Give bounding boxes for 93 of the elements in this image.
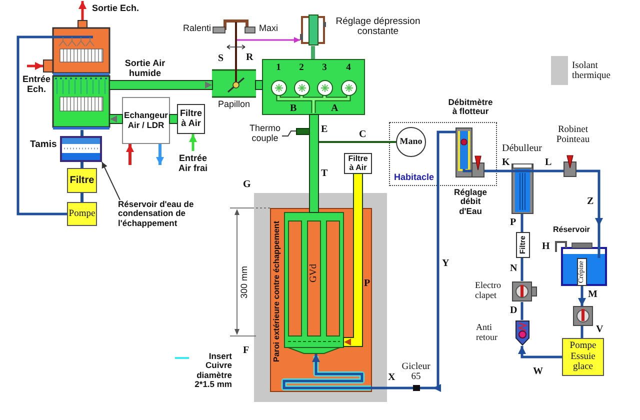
segment-letter: L <box>545 157 552 168</box>
segment-letter: G <box>243 179 251 190</box>
legend-label: Insert Cuivre diamètre 2*1.5 mm <box>194 352 232 390</box>
segment-letter: M <box>588 289 598 300</box>
air-filter-unit: Filtre à Air <box>344 153 372 174</box>
heat-exchanger-unit: Echangeur Air / LDR <box>122 97 170 144</box>
segment-letter: Z <box>587 196 594 207</box>
pipe <box>311 46 315 59</box>
segment-letter: A <box>331 103 338 114</box>
pressure-gauge: Mano <box>396 127 426 157</box>
pipe <box>518 346 562 358</box>
segment-letter: N <box>510 263 518 274</box>
segment-letter: Y <box>442 258 450 269</box>
component-label: Robinet Pointeau <box>555 125 591 146</box>
component-label: Réglage dépression constante <box>334 17 422 38</box>
segment-letter: V <box>596 324 604 335</box>
segment-letter: H <box>542 241 550 252</box>
pipe <box>593 170 603 226</box>
segment-letter: T <box>321 168 328 179</box>
edge-label: Sortie Ech. <box>92 4 140 14</box>
engine-block <box>262 59 365 115</box>
segment-letter: B <box>290 103 297 114</box>
pipe <box>80 162 84 168</box>
component-label: Electro clapet <box>475 281 502 301</box>
stop-label: Ralenti <box>183 24 212 34</box>
component-label: Débulleur <box>501 143 543 154</box>
pipe <box>110 81 212 89</box>
cabin-zone <box>389 122 497 186</box>
pipe <box>110 115 122 123</box>
wall-label: Paroi extérieure contre échappement <box>273 221 282 362</box>
stop-label: Maxi <box>259 24 278 34</box>
component-label: Gicleur 65 <box>400 362 432 383</box>
pipe <box>544 170 553 172</box>
leader-line <box>282 130 296 136</box>
component-label: Réservoir <box>553 226 590 235</box>
pipe <box>282 354 399 390</box>
arrow <box>27 62 43 70</box>
control-cable <box>256 37 300 43</box>
pipe <box>433 130 447 392</box>
segment-letter: C <box>359 129 366 140</box>
pipe <box>310 142 318 212</box>
pipe <box>494 170 500 172</box>
callout-label: Thermo couple <box>248 124 282 144</box>
pipe <box>80 193 84 202</box>
pipe <box>578 286 586 306</box>
segment-letter: R <box>246 52 254 63</box>
edge-label: Entrée Ech. <box>21 75 52 95</box>
legend-label: Isolant thermique <box>572 61 612 82</box>
edge-label: Sortie Air humide <box>124 59 166 79</box>
segment-letter: P <box>510 217 516 228</box>
thermocouple-probe <box>296 128 310 135</box>
wiper-pump-unit: Pompe Essuie glace <box>562 338 604 376</box>
dimension-label: 300 mm <box>240 266 250 299</box>
arrow <box>78 1 86 20</box>
segment-letter: D <box>510 305 518 316</box>
arrow <box>126 144 134 165</box>
pipe <box>344 174 362 346</box>
segment-letter: W <box>533 366 543 377</box>
exhaust-wall <box>270 208 372 392</box>
component-label: Tamis <box>30 140 57 150</box>
component-label: Anti retour <box>476 323 498 343</box>
arrow <box>156 144 164 165</box>
filter-unit: Filtre <box>67 168 97 193</box>
segment-letter: F <box>243 345 250 356</box>
segment-letter: P <box>364 278 370 289</box>
pipe <box>520 258 524 281</box>
pipe <box>580 326 584 338</box>
zone-label: Habitacle <box>393 173 436 183</box>
pipe <box>520 214 524 232</box>
pump-unit: Pompe <box>67 202 97 226</box>
component-label: Réglage débit d'Eau <box>452 188 488 216</box>
segment-letter: X <box>388 372 396 383</box>
segment-letter: S <box>218 53 224 64</box>
pipe <box>80 130 84 136</box>
cylinder-number: 4 <box>345 63 352 74</box>
callout-label: Réservoir d'eau de condensation de l'échappement <box>118 200 198 230</box>
edge-label: Entrée Air frai <box>177 154 208 174</box>
pipe <box>520 302 524 320</box>
pipe <box>256 81 262 89</box>
component-label: Débitmètre à flotteur <box>447 98 494 117</box>
component-label: GVd <box>309 264 320 282</box>
arrow <box>189 134 197 151</box>
pipe <box>170 115 177 123</box>
air-filter-unit: Filtre à Air <box>177 104 205 134</box>
insulation-jacket <box>254 193 387 402</box>
pipe <box>16 36 67 216</box>
cylinder-number: 1 <box>275 63 282 74</box>
segment-letter: K <box>502 157 510 168</box>
segment-letter: E <box>321 124 328 135</box>
cylinder-number: 3 <box>321 63 328 74</box>
leader-line <box>102 162 120 200</box>
component-label: Papillon <box>216 100 252 110</box>
cylinder-number: 2 <box>298 63 305 74</box>
